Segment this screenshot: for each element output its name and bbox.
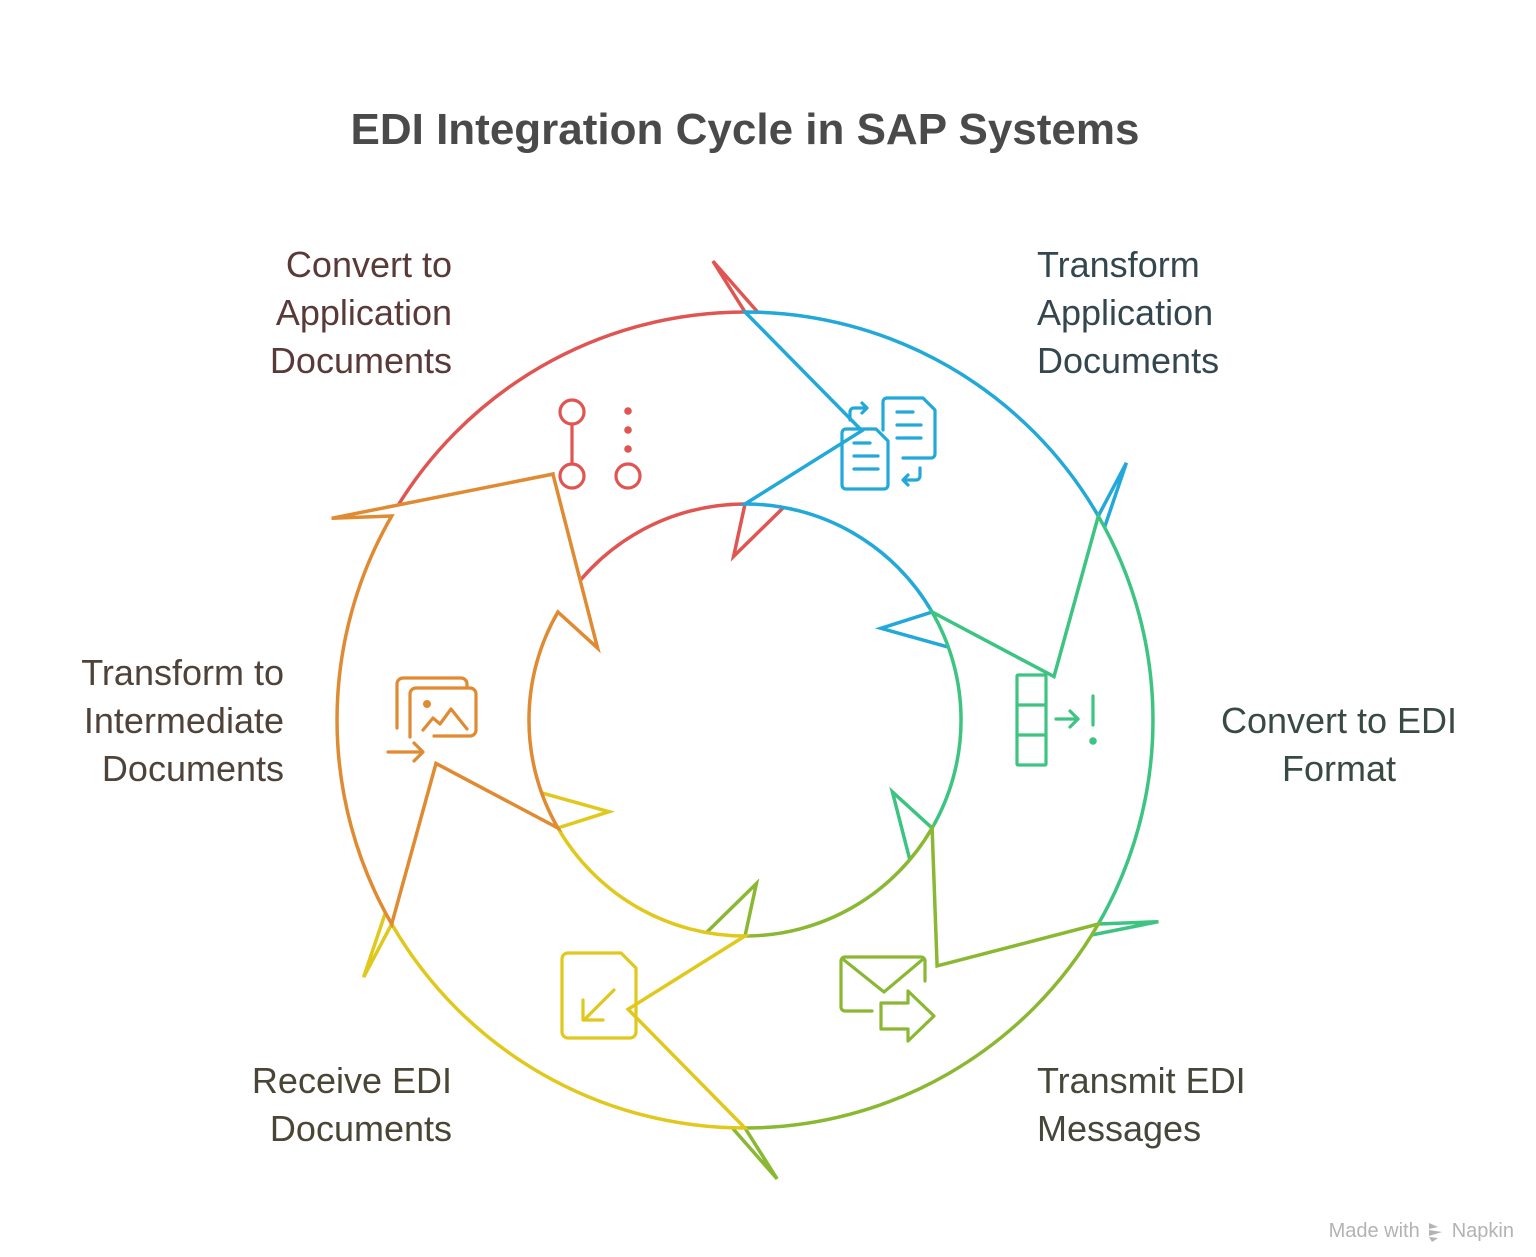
diagram-title: EDI Integration Cycle in SAP Systems: [350, 105, 1140, 154]
branch-nodes-icon: [558, 398, 642, 490]
napkin-logo-icon: [1428, 1222, 1442, 1242]
step-label-transform-app-docs: Transform Application Documents: [1037, 244, 1220, 381]
made-with-text: Made with: [1328, 1220, 1420, 1242]
images-import-icon: [386, 676, 478, 763]
column-arrow-alert-icon: [1015, 673, 1097, 767]
step-label-convert-app-docs: Convert to Application Documents: [269, 244, 452, 381]
step-label-transform-intermediate: Transform to Intermediate Documents: [81, 652, 284, 789]
file-download-icon: [560, 951, 638, 1040]
step-label-receive-edi: Receive EDI Documents: [251, 1060, 452, 1149]
mail-send-icon: [839, 955, 936, 1043]
document-swap-icon: [840, 396, 937, 491]
cycle-segments: [331, 259, 1159, 1181]
step-label-convert-edi-format: Convert to EDI Format: [1220, 700, 1458, 789]
step-label-transmit-edi: Transmit EDI Messages: [1037, 1060, 1246, 1149]
napkin-brand-text: Napkin: [1451, 1220, 1514, 1242]
cycle-arrow-transform-intermediate: [331, 472, 601, 929]
made-with-napkin-badge[interactable]: Made with Napkin: [1329, 1220, 1514, 1243]
